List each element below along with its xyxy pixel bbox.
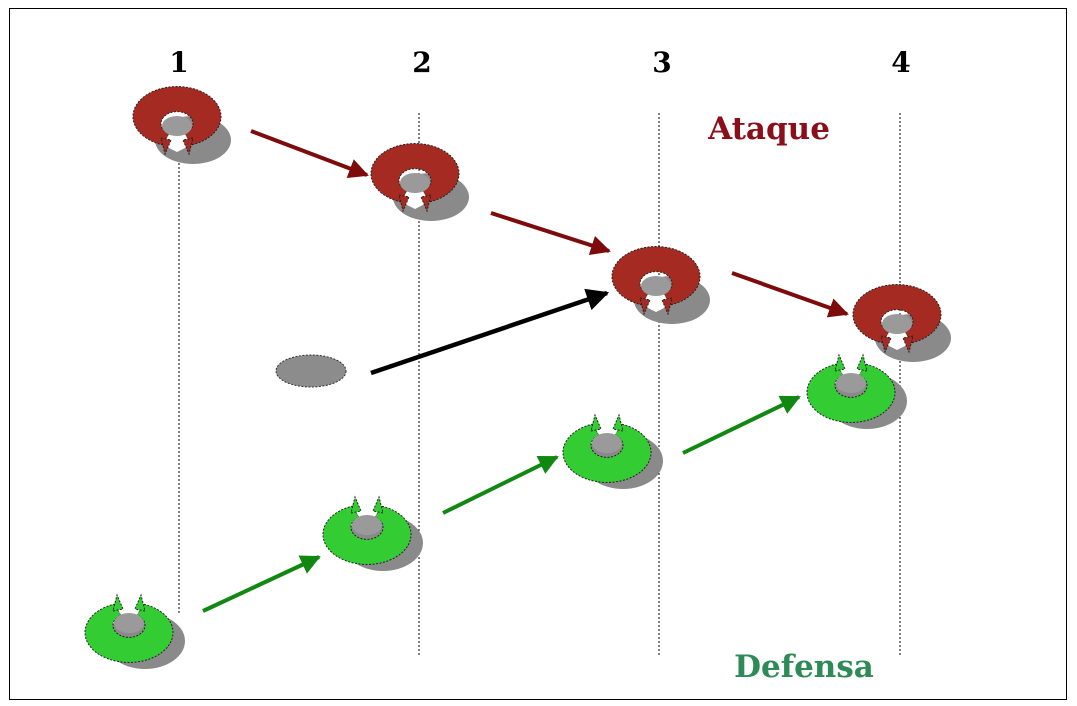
column-label-1: 1	[169, 46, 188, 79]
column-label-3: 3	[652, 46, 671, 79]
player-defense-icon	[562, 413, 663, 489]
player-attack-icon	[852, 284, 951, 362]
defense-arrow-3	[682, 395, 801, 455]
attack-arrow-2	[490, 211, 611, 256]
player-defense-icon	[84, 593, 185, 669]
player-attack-icon	[611, 246, 710, 324]
ball-pass-arrow	[370, 288, 610, 376]
defense-label: Defensa	[734, 649, 874, 685]
player-defense-icon	[322, 495, 423, 571]
diagram-canvas: 1 2 3 4 Ataque Defensa	[9, 8, 1067, 700]
timeline-lines	[178, 113, 901, 656]
attack-arrow-3	[731, 271, 849, 318]
attack-arrow-1	[250, 129, 369, 178]
column-label-2: 2	[412, 46, 431, 79]
player-attack-icon	[370, 143, 469, 221]
player-defense-icon	[806, 353, 907, 429]
attack-label: Ataque	[707, 111, 830, 147]
ball-icon	[275, 354, 347, 388]
attack-players	[132, 86, 951, 362]
defense-arrows	[202, 395, 801, 613]
column-label-4: 4	[891, 46, 910, 79]
player-attack-icon	[132, 86, 231, 164]
attack-arrows	[250, 129, 849, 318]
defense-players	[84, 353, 907, 669]
defense-arrow-2	[442, 455, 559, 515]
defense-arrow-1	[202, 555, 321, 613]
play-diagram: 1 2 3 4 Ataque Defensa	[84, 46, 951, 685]
